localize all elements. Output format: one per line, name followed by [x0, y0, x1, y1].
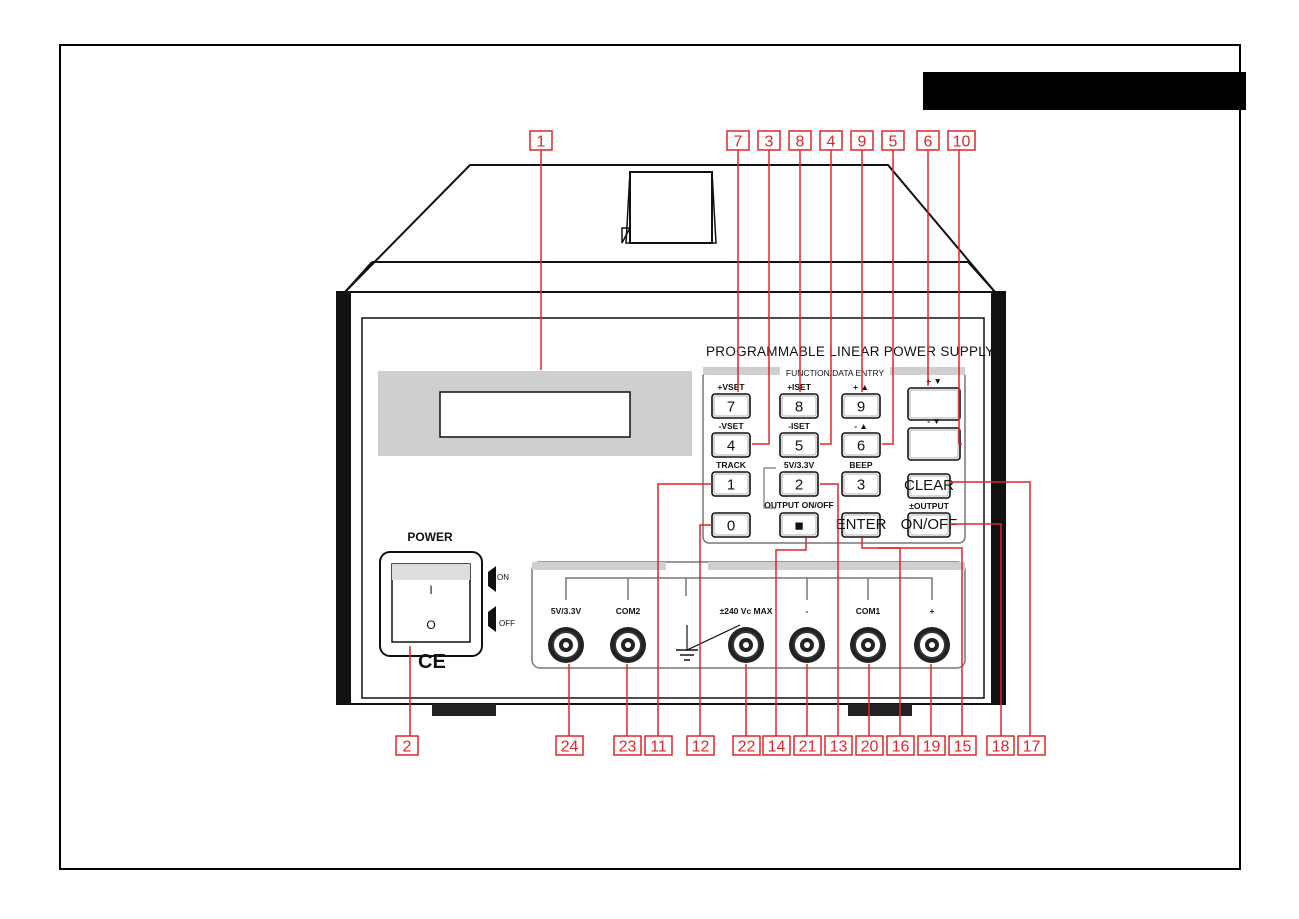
- terminal-label: -: [806, 606, 809, 616]
- key-label: 0: [727, 517, 735, 534]
- callout-number: 5: [889, 134, 898, 151]
- key-1[interactable]: 1 TRACK: [712, 460, 750, 496]
- callout-number: 21: [799, 739, 817, 756]
- terminal-label: +: [930, 606, 935, 616]
- callout-number: 11: [650, 739, 667, 756]
- callout-17: 17: [1018, 736, 1045, 756]
- key-label: 1: [727, 476, 735, 493]
- callout-16: 16: [887, 736, 914, 756]
- callout-12: 12: [687, 736, 714, 756]
- callout-number: 13: [830, 739, 848, 756]
- on-label: ON: [497, 573, 509, 582]
- callout-5: 5: [882, 131, 904, 151]
- key-2[interactable]: 2 5V/3.3V: [780, 460, 818, 496]
- callout-22: 22: [733, 736, 760, 756]
- key-label: ■: [794, 517, 803, 534]
- switch-off-glyph: O: [426, 618, 435, 632]
- callout-7: 7: [727, 131, 749, 151]
- key-label: 2: [795, 476, 803, 493]
- callout-number: 14: [768, 739, 786, 756]
- key-top-label: -VSET: [718, 421, 744, 431]
- key-label: 4: [727, 437, 735, 454]
- callout-number: 24: [561, 739, 579, 756]
- callout-number: 15: [954, 739, 972, 756]
- callout-6: 6: [917, 131, 939, 151]
- callout-number: 23: [619, 739, 637, 756]
- callout-number: 3: [765, 134, 774, 151]
- key-label: CLEAR: [904, 477, 954, 494]
- callout-24: 24: [556, 736, 583, 756]
- key-top-label: 5V/3.3V: [784, 460, 815, 470]
- key-top-label: ±OUTPUT: [909, 501, 949, 511]
- key-label: 6: [857, 437, 865, 454]
- callout-18: 18: [987, 736, 1014, 756]
- key-top-label: - ▼: [927, 416, 941, 426]
- key-label: 5: [795, 437, 803, 454]
- callout-number: 22: [738, 739, 756, 756]
- callout-number: 10: [953, 134, 971, 151]
- callout-8: 8: [789, 131, 811, 151]
- key-label: 8: [795, 398, 803, 415]
- key-label: 3: [857, 476, 865, 493]
- callout-14: 14: [763, 736, 790, 756]
- key-top-label: + ▲: [853, 382, 869, 392]
- switch-on-glyph: I: [429, 583, 432, 597]
- key-top-label: +VSET: [717, 382, 745, 392]
- callout-number: 19: [923, 739, 941, 756]
- callout-number: 2: [403, 739, 412, 756]
- callout-1: 1: [530, 131, 552, 151]
- callout-23: 23: [614, 736, 641, 756]
- key-enter[interactable]: ENTER: [836, 513, 887, 537]
- callout-10: 10: [948, 131, 975, 151]
- callout-9: 9: [851, 131, 873, 151]
- callout-11: 11: [645, 736, 672, 756]
- terminal-label: COM1: [856, 606, 881, 616]
- callout-2: 2: [396, 736, 418, 756]
- key-top-label: - ▲: [854, 421, 868, 431]
- key-7[interactable]: 7 +VSET: [712, 382, 750, 418]
- terminal-label: 5V/3.3V: [551, 606, 582, 616]
- callout-number: 20: [861, 739, 879, 756]
- key-label: 7: [727, 398, 735, 415]
- callout-3: 3: [758, 131, 780, 151]
- key-clear[interactable]: CLEAR: [904, 474, 954, 498]
- key-top-label: -ISET: [788, 421, 811, 431]
- key-label: ENTER: [836, 516, 887, 533]
- callout-number: 16: [892, 739, 910, 756]
- terminal-label: COM2: [616, 606, 641, 616]
- terminal-label: ±240 Vc MAX: [720, 606, 773, 616]
- callout-19: 19: [918, 736, 945, 756]
- callout-number: 7: [734, 134, 743, 151]
- callout-number: 12: [692, 739, 710, 756]
- terminal-1[interactable]: 5V/3.3V: [548, 606, 584, 663]
- callout-number: 4: [827, 134, 836, 151]
- callout-20: 20: [856, 736, 883, 756]
- callout-number: 18: [992, 739, 1010, 756]
- callout-21: 21: [794, 736, 821, 756]
- key-label: 9: [857, 398, 865, 415]
- callout-13: 13: [825, 736, 852, 756]
- callout-4: 4: [820, 131, 842, 151]
- callout-number: 9: [858, 134, 867, 151]
- key-top-label: BEEP: [849, 460, 872, 470]
- lcd-display: [378, 371, 692, 456]
- off-label: OFF: [499, 619, 515, 628]
- callout-number: 6: [924, 134, 933, 151]
- callout-number: 17: [1023, 739, 1041, 756]
- key-0[interactable]: 0: [712, 513, 750, 537]
- key-top-label: TRACK: [716, 460, 747, 470]
- panel-title: PROGRAMMABLE LINEAR POWER SUPPLY: [706, 344, 994, 359]
- callout-15: 15: [949, 736, 976, 756]
- power-label: POWER: [407, 530, 453, 544]
- callout-number: 1: [537, 134, 546, 151]
- key-label: ON/OFF: [901, 516, 958, 533]
- ce-mark: CE: [418, 651, 446, 673]
- callout-number: 8: [796, 134, 805, 151]
